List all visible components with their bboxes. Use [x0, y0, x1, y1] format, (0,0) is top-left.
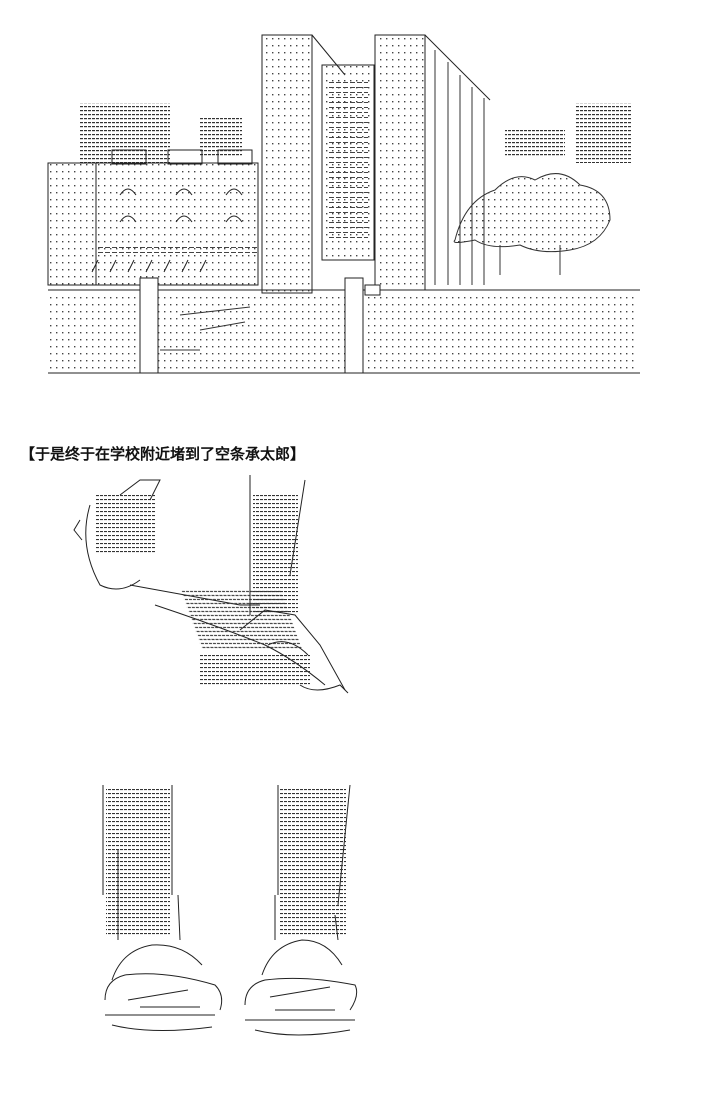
- figure-legs-art: [73, 475, 349, 694]
- figure-cap: [119, 479, 161, 501]
- narration-caption: 【于是终于在学校附近堵到了空条承太郎】: [20, 445, 306, 463]
- bg-building-left-2: [200, 118, 242, 158]
- figure-leg: [253, 495, 298, 615]
- school-scene-art: [47, 34, 640, 374]
- bg-building-right: [576, 103, 631, 163]
- center-tower: [261, 34, 313, 294]
- left-shoe: [104, 944, 223, 1032]
- bg-building-left: [80, 103, 170, 163]
- left-leg: [102, 785, 181, 941]
- school-block-left: [47, 162, 259, 286]
- gate-post-left: [139, 277, 159, 374]
- gate-post-right: [344, 277, 364, 374]
- legs-shoes-art: [102, 784, 358, 1036]
- right-tower: [374, 34, 426, 291]
- gate-path: [160, 306, 251, 351]
- arched-windows: [119, 188, 243, 223]
- trees: [453, 173, 611, 275]
- right-leg: [274, 784, 351, 941]
- school-wall: [48, 293, 638, 371]
- right-shoe: [244, 939, 358, 1036]
